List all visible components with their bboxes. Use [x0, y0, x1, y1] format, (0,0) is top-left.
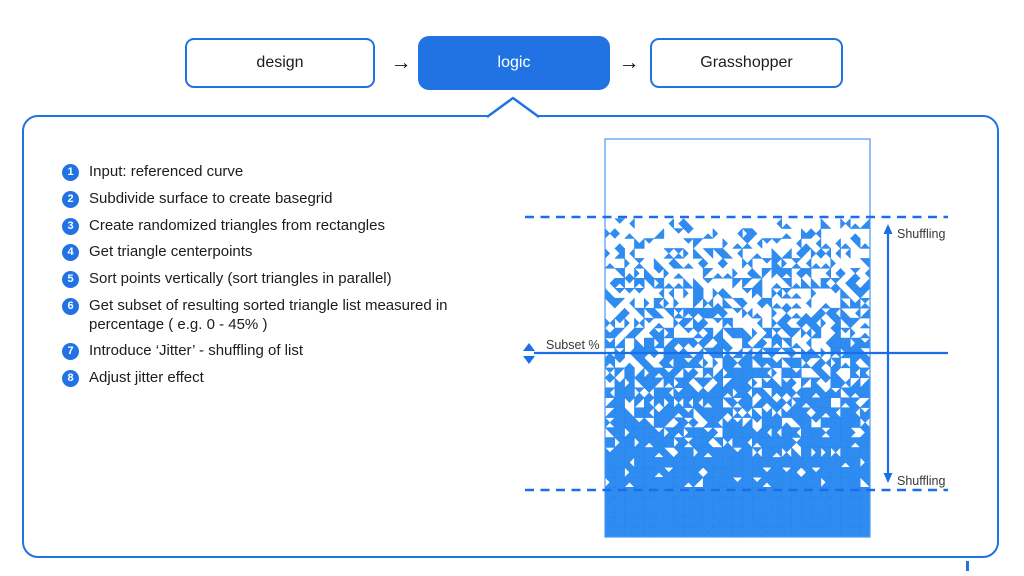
step-number-badge: 5	[62, 271, 79, 289]
step-text: Get subset of resulting sorted triangle …	[89, 296, 448, 333]
shuffling-top-label: Shuffling	[897, 227, 945, 241]
step-number-badge: 2	[62, 190, 79, 208]
step-text: Subdivide surface to create basegrid	[89, 189, 333, 207]
step-number-badge: 3	[62, 217, 79, 235]
pointer-notch	[486, 96, 540, 121]
flow-box-grasshopper-label: Grasshopper	[700, 54, 793, 71]
list-item: 1 Input: referenced curve	[62, 163, 469, 182]
step-text: Get triangle centerpoints	[89, 243, 253, 261]
step-text: Introduce ‘Jitter’ - shuffling of list	[89, 342, 303, 360]
list-item: 8 Adjust jitter effect	[62, 369, 469, 388]
arrow-right-icon: →	[390, 51, 412, 74]
triangle-figure: Subset % Shuffling Shuffling	[523, 138, 948, 538]
subset-marker-up-icon	[523, 343, 535, 351]
flow-box-grasshopper: Grasshopper	[650, 38, 843, 88]
page-indicator-tick	[966, 561, 969, 571]
step-text: Create randomized triangles from rectang…	[89, 216, 385, 234]
step-number-badge: 7	[62, 343, 79, 361]
flow-box-logic: logic	[418, 36, 610, 90]
list-item: 6 Get subset of resulting sorted triangl…	[62, 297, 469, 334]
arrow-right-icon: →	[618, 51, 640, 74]
step-number-badge: 4	[62, 244, 79, 262]
step-number-badge: 1	[62, 164, 79, 181]
arrow-up-head-icon	[883, 224, 893, 234]
figure-frame	[604, 138, 871, 538]
step-text: Adjust jitter effect	[89, 369, 204, 387]
step-list: 1 Input: referenced curve 2 Subdivide su…	[62, 163, 469, 396]
flow-box-design: design	[185, 38, 375, 88]
shuffling-arrow	[883, 224, 893, 483]
step-text: Input: referenced curve	[89, 163, 244, 180]
flow-box-design-label: design	[256, 54, 304, 71]
list-item: 3 Create randomized triangles from recta…	[62, 217, 469, 236]
list-item: 2 Subdivide surface to create basegrid	[62, 190, 469, 209]
flow-box-logic-label: logic	[497, 54, 531, 71]
list-item: 4 Get triangle centerpoints	[62, 243, 469, 262]
step-text: Sort points vertically (sort triangles i…	[89, 270, 392, 288]
shuffling-bottom-label: Shuffling	[897, 474, 945, 488]
list-item: 7 Introduce ‘Jitter’ - shuffling of list	[62, 342, 469, 361]
subset-marker-down-icon	[523, 356, 535, 364]
triangle-pattern	[604, 217, 871, 538]
list-item: 5 Sort points vertically (sort triangles…	[62, 270, 469, 289]
subset-percent-label: Subset %	[546, 338, 600, 352]
step-number-badge: 8	[62, 370, 79, 388]
arrow-down-head-icon	[883, 473, 893, 483]
step-number-badge: 6	[62, 297, 79, 315]
